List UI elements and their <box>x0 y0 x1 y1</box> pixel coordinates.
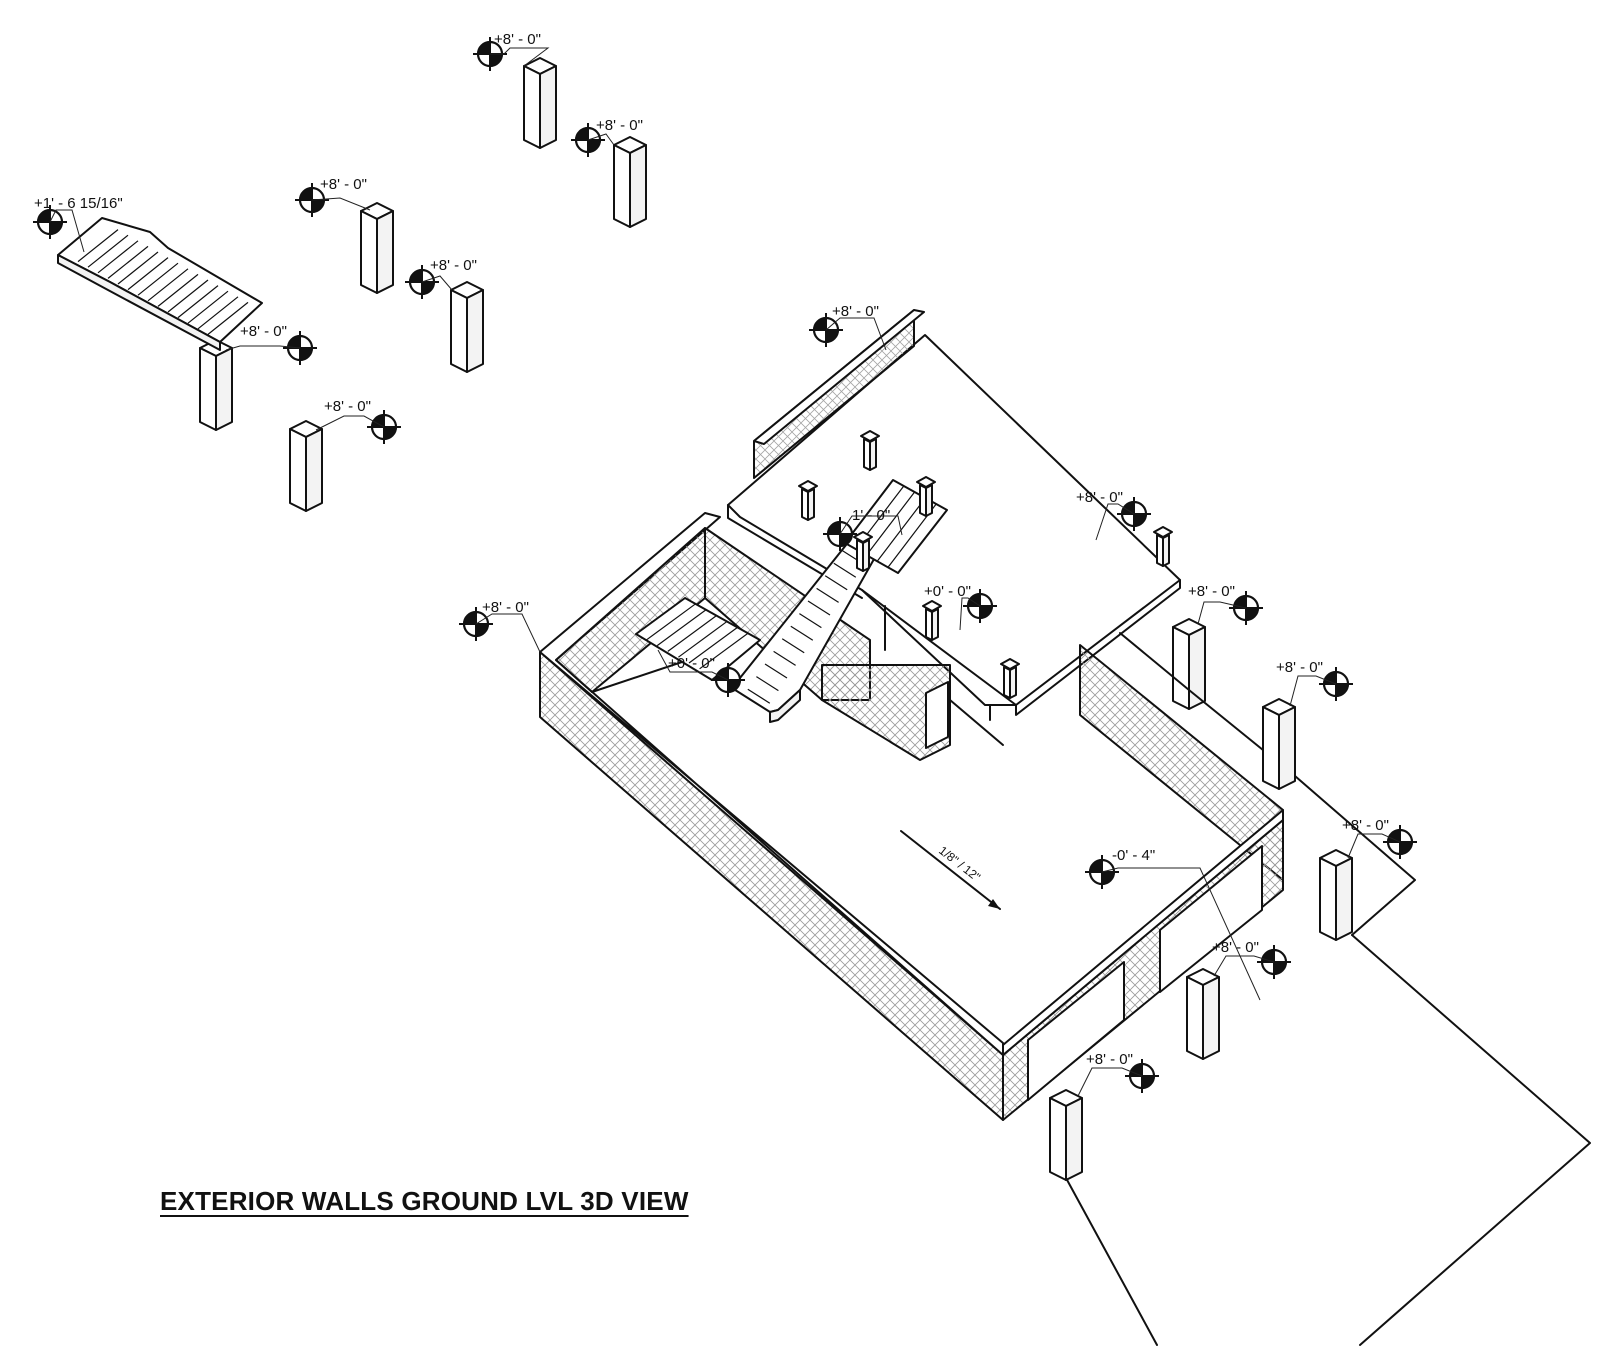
level-label: 1' - 0" <box>852 507 890 524</box>
column-bottom <box>1049 1089 1083 1181</box>
level-marker-stair-base: +0' - 0" <box>657 649 747 699</box>
level-marker-col-left-1: +8' - 0" <box>225 323 319 367</box>
level-marker-deck-right: +8' - 0" <box>1076 489 1153 541</box>
level-marker-col-right-1: +8' - 0" <box>1188 583 1265 627</box>
level-label: +0' - 0" <box>924 583 971 600</box>
level-label: +8' - 0" <box>494 31 541 48</box>
level-label: +8' - 0" <box>324 398 371 415</box>
level-marker-col-mid-2: +8' - 0" <box>403 257 477 301</box>
level-label: +8' - 0" <box>430 257 477 274</box>
level-marker-col-right-3: +8' - 0" <box>1342 817 1419 861</box>
level-marker-col-bottom: +8' - 0" <box>1077 1051 1161 1097</box>
railing-post <box>853 531 873 572</box>
drawing-title: EXTERIOR WALLS GROUND LVL 3D VIEW <box>160 1186 689 1216</box>
slope-arrow: 1/8" / 12" <box>900 830 1001 910</box>
column-left-2 <box>289 420 323 512</box>
upper-deck <box>727 309 1181 721</box>
level-label: +8' - 0" <box>1188 583 1235 600</box>
column-right-4 <box>1186 968 1220 1060</box>
level-marker-col-top-2: +8' - 0" <box>569 117 643 159</box>
level-marker-deck-base: +0' - 0" <box>924 583 999 631</box>
stair-treads <box>646 603 749 670</box>
level-label: -0' - 4" <box>1112 847 1155 864</box>
railing-post <box>922 600 942 641</box>
level-label: +8' - 0" <box>1212 939 1259 956</box>
level-marker-col-top-1: +8' - 0" <box>471 31 550 73</box>
column-top-2 <box>613 136 647 228</box>
level-marker-landing-1: 1' - 0" <box>821 507 903 553</box>
level-label: +8' - 0" <box>1342 817 1389 834</box>
column-mid-2 <box>450 281 484 373</box>
stair-treads <box>77 229 249 335</box>
main-stair <box>635 529 879 723</box>
level-label: +1' - 6 15/16" <box>34 195 123 212</box>
column-mid-1 <box>360 202 394 294</box>
column-right-1 <box>1172 618 1206 710</box>
column-right-2 <box>1262 698 1296 790</box>
level-marker-col-mid-1: +8' - 0" <box>293 176 371 219</box>
level-marker-upper-wall: +8' - 0" <box>807 303 887 351</box>
level-label: +8' - 0" <box>320 176 367 193</box>
level-label: +8' - 0" <box>482 599 529 616</box>
level-label: +8' - 0" <box>832 303 879 320</box>
level-marker-main-wall-left: +8' - 0" <box>457 599 541 653</box>
column-top-1 <box>523 57 557 149</box>
railing-post <box>860 430 880 471</box>
detached-stair <box>57 217 263 351</box>
railing-post <box>916 476 936 517</box>
site-outline <box>1065 632 1591 1346</box>
level-marker-col-left-2: +8' - 0" <box>315 398 403 446</box>
level-label: +8' - 0" <box>596 117 643 134</box>
railing-post <box>798 480 818 521</box>
column-left-1 <box>199 339 233 431</box>
exterior-walls <box>539 512 1284 1121</box>
level-marker-stair-detached: +1' - 6 15/16" <box>31 195 123 253</box>
column-right-3 <box>1319 849 1353 941</box>
level-marker-col-right-4: +8' - 0" <box>1212 939 1293 981</box>
railing-post <box>1000 658 1020 699</box>
level-label: +8' - 0" <box>1076 489 1123 506</box>
level-label: +8' - 0" <box>1276 659 1323 676</box>
level-label: +0' - 0" <box>668 655 715 672</box>
level-marker-floor: -0' - 4" <box>1083 847 1261 1001</box>
railing-posts <box>798 430 1173 699</box>
level-marker-col-right-2: +8' - 0" <box>1276 659 1355 707</box>
level-label: +8' - 0" <box>240 323 287 340</box>
railing-post <box>1153 526 1173 567</box>
level-label: +8' - 0" <box>1086 1051 1133 1068</box>
